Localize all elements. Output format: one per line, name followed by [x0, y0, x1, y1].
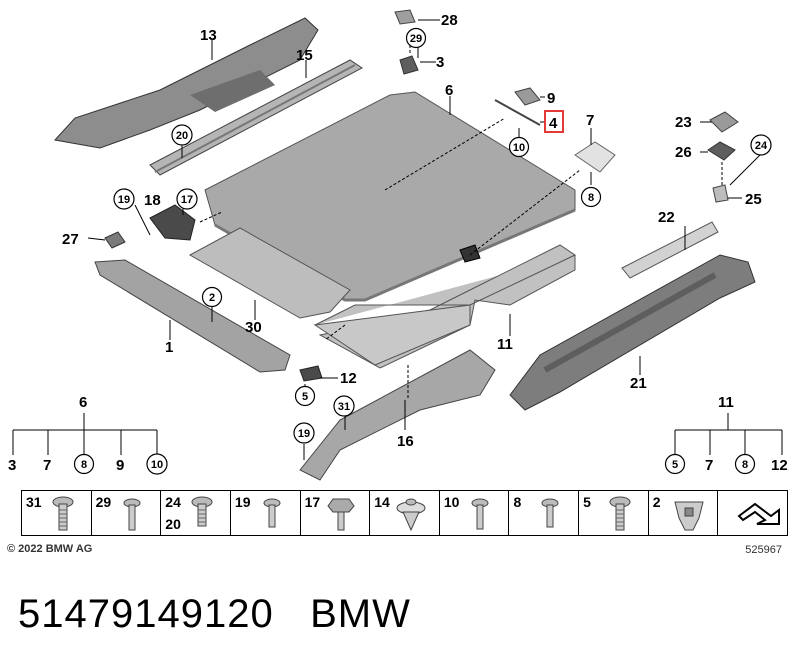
bolt-icon	[541, 498, 559, 528]
part-6-floor-panel	[204, 91, 576, 302]
part-22-strip	[621, 221, 719, 279]
arrow-icon	[737, 502, 781, 525]
tree-right-child-12: 12	[771, 457, 788, 474]
fastener-label: 31	[26, 494, 42, 510]
label-7: 7	[586, 112, 594, 129]
part-21-side-panel	[509, 254, 756, 411]
fastener-label: 14	[374, 494, 390, 510]
label-20-circled: 20	[176, 130, 188, 142]
label-6: 6	[445, 82, 453, 99]
diagram-id: 525967	[745, 544, 782, 556]
fastener-cell-19[interactable]: 19	[231, 491, 301, 535]
label-1: 1	[165, 339, 173, 356]
fastener-cell-17[interactable]: 17	[301, 491, 371, 535]
hex-bolt-icon	[327, 498, 355, 531]
fastener-cell-8[interactable]: 8	[509, 491, 580, 535]
fastener-label: 5	[583, 494, 591, 510]
label-26: 26	[675, 144, 692, 161]
part-1-side-rail	[94, 259, 291, 373]
fastener-cell-29[interactable]: 29	[92, 491, 162, 535]
clip-icon	[396, 498, 426, 532]
fastener-cell-31[interactable]: 31	[22, 491, 92, 535]
tree-left: 6 3 7 8 9 10	[8, 394, 168, 475]
tree-left-root: 6	[79, 394, 87, 411]
label-13: 13	[200, 27, 217, 44]
label-21: 21	[630, 375, 647, 392]
bolt-icon	[123, 498, 141, 531]
part-13-shelf-bracket	[54, 17, 319, 149]
label-25: 25	[745, 191, 762, 208]
tree-left-child-3: 3	[8, 457, 16, 474]
label-30: 30	[245, 319, 262, 336]
tree-right: 11 5 7 8 12	[664, 394, 788, 475]
fastener-label: 10	[443, 494, 460, 510]
fastener-label-secondary: 20	[165, 516, 181, 532]
tree-right-child-5: 5	[672, 459, 678, 471]
label-28: 28	[441, 12, 458, 29]
label-19b-circled: 19	[298, 428, 310, 440]
label-3: 3	[436, 54, 444, 71]
part-30-lower-panel	[188, 227, 351, 319]
tree-left-child-8: 8	[81, 459, 87, 471]
part-11-floor-cover	[313, 244, 577, 369]
label-22: 22	[658, 209, 675, 226]
tree-left-child-10: 10	[151, 459, 163, 471]
fastener-label: 24	[165, 494, 181, 510]
label-11: 11	[497, 336, 513, 353]
label-15: 15	[296, 47, 313, 64]
brand-name: BMW	[310, 592, 411, 636]
nut-clip-icon	[674, 501, 705, 531]
label-5-circled: 5	[302, 391, 308, 403]
torx-bolt-icon	[609, 496, 631, 531]
tree-left-child-7: 7	[43, 457, 51, 474]
label-8-circled: 8	[588, 192, 594, 204]
copyright-text: © 2022 BMW AG	[7, 543, 93, 555]
part-number-caption: 51479149120 BMW	[18, 592, 411, 637]
fastener-label: 29	[95, 494, 112, 510]
label-27: 27	[62, 231, 79, 248]
highlight-box	[544, 110, 564, 133]
label-19-circled: 19	[118, 194, 130, 206]
label-24-circled: 24	[755, 140, 768, 152]
label-10-circled: 10	[513, 142, 525, 154]
torx-bolt-icon	[191, 496, 213, 527]
part-15-rail	[149, 59, 363, 176]
tree-right-child-7: 7	[705, 457, 713, 474]
label-12: 12	[340, 370, 357, 387]
label-29-circled: 29	[410, 33, 422, 45]
fastener-cell-2[interactable]: 2	[649, 491, 719, 535]
label-31-circled: 31	[338, 401, 350, 413]
fastener-cell-5[interactable]: 5	[579, 491, 649, 535]
fastener-label: 19	[234, 494, 251, 510]
fastener-strip: 31 29 24 20 19 17 14 10 8 5 2	[21, 490, 788, 536]
tree-left-child-9: 9	[116, 457, 124, 474]
tree-right-child-8: 8	[742, 459, 748, 471]
fastener-label: 8	[513, 494, 522, 510]
fastener-label: 2	[652, 494, 661, 510]
callouts: 13 15 28 29 3 6 9 4 10 7 8 23 26 24 25 2…	[62, 12, 772, 450]
label-17-circled: 17	[181, 194, 193, 206]
parts-diagram: 13 15 28 29 3 6 9 4 10 7 8 23 26 24 25 2…	[8, 9, 788, 481]
fastener-cell-10[interactable]: 10	[440, 491, 510, 535]
torx-bolt-icon	[52, 496, 74, 531]
fastener-label: 17	[304, 494, 321, 510]
tree-right-root: 11	[718, 394, 734, 411]
navigation-arrow-cell[interactable]	[718, 491, 787, 535]
label-4: 4	[549, 115, 558, 132]
bolt-icon	[263, 498, 281, 528]
label-18: 18	[144, 192, 161, 209]
label-23: 23	[675, 114, 692, 131]
leader-lines	[87, 19, 761, 460]
fastener-cell-24-20[interactable]: 24 20	[161, 491, 231, 535]
label-2-circled: 2	[209, 292, 215, 304]
part-number: 51479149120	[18, 592, 274, 636]
label-16: 16	[397, 433, 414, 450]
bolt-icon	[471, 498, 489, 530]
fastener-cell-14[interactable]: 14	[370, 491, 440, 535]
part-16-lower-rail	[299, 349, 496, 481]
label-9: 9	[547, 90, 555, 107]
small-parts	[104, 9, 739, 382]
